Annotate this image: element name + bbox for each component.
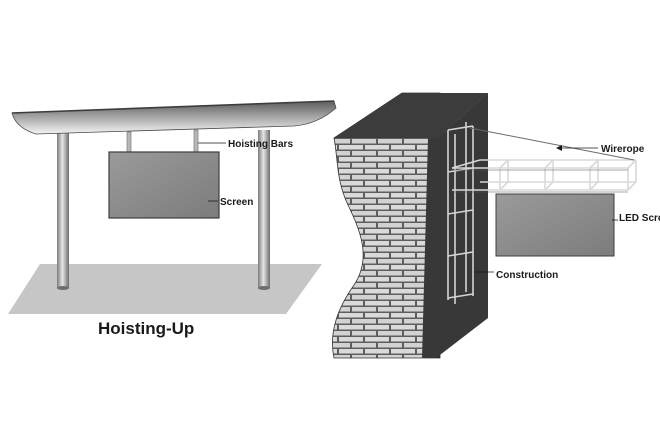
roof-top-edge <box>11 100 335 114</box>
right-pillar-base <box>258 286 270 290</box>
cantilever-truss-shadow <box>452 169 628 193</box>
wirerope <box>469 127 635 161</box>
hoisting-bar-right <box>193 129 199 155</box>
brick-wall-side <box>332 92 441 359</box>
screen-label: Screen <box>220 197 253 208</box>
wall-mount-diagram: Wirerope LED Scre Construction <box>332 92 660 359</box>
wall-truss <box>447 122 474 304</box>
led-screen-panel <box>495 193 615 257</box>
wall-top-face <box>334 93 488 138</box>
construction-label: Construction <box>496 270 558 281</box>
hoisting-up-title: Hoisting-Up <box>98 319 194 338</box>
ground-slab <box>8 264 322 314</box>
screen-panel <box>108 151 220 219</box>
right-pillar <box>258 130 270 288</box>
canopy-roof <box>11 100 337 135</box>
cantilever-truss <box>451 159 637 191</box>
hoisting-bars-label: Hoisting Bars <box>228 139 293 150</box>
hoisting-up-diagram: Hoisting Bars Screen Hoisting-Up <box>8 100 337 338</box>
wirerope-leader-arrow <box>556 145 562 151</box>
wirerope-label: Wirerope <box>601 144 645 155</box>
left-pillar-base <box>57 286 69 290</box>
led-screen-label: LED Scre <box>619 213 660 224</box>
left-pillar <box>57 130 69 288</box>
hoisting-bar-left <box>126 131 132 155</box>
